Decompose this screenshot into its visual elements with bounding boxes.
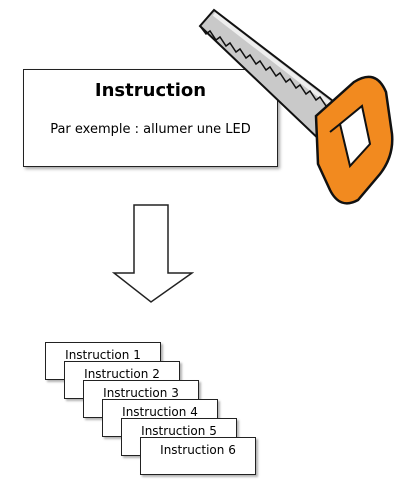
stack-card-6: Instruction 6 xyxy=(140,437,256,475)
saw-icon xyxy=(198,8,394,205)
instruction-box: Instruction Par exemple : allumer une LE… xyxy=(23,69,278,167)
instruction-example: Par exemple : allumer une LED xyxy=(50,122,251,137)
down-arrow-icon xyxy=(112,204,194,303)
instruction-title: Instruction xyxy=(94,80,207,101)
